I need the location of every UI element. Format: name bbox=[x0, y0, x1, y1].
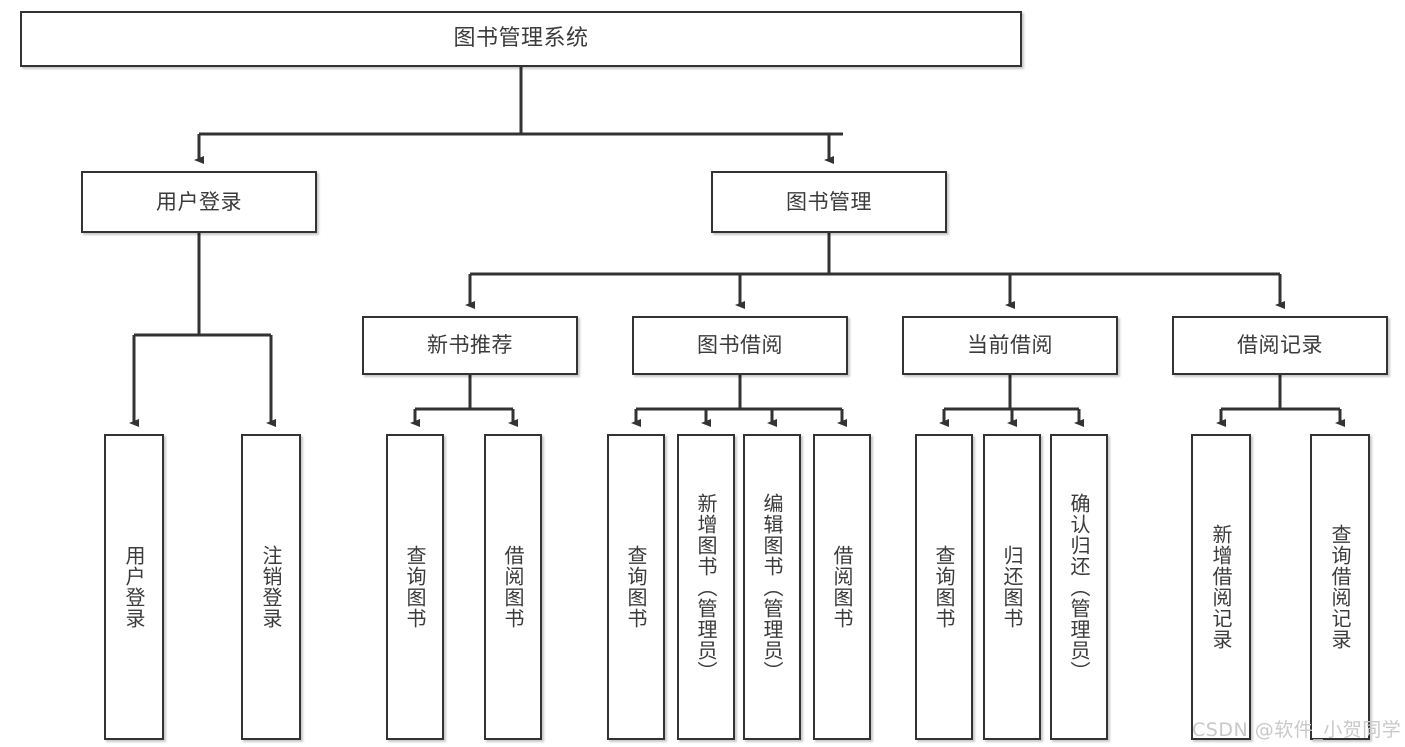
leaf-user-login-label: 用户登录 bbox=[122, 545, 146, 629]
leaf-user-login[interactable]: 用户登录 bbox=[104, 434, 164, 740]
leaf-add-book-admin[interactable]: 新增图书（管理员） bbox=[677, 434, 735, 740]
leaf-query-borrow-record[interactable]: 查询借阅记录 bbox=[1310, 434, 1370, 740]
leaf-confirm-return-admin[interactable]: 确认归还（管理员） bbox=[1050, 434, 1108, 740]
leaf-borrow-book-recommend[interactable]: 借阅图书 bbox=[484, 434, 542, 740]
leaf-borrow-book-label: 借阅图书 bbox=[830, 545, 854, 629]
node-current-borrow-label: 当前借阅 bbox=[967, 333, 1053, 358]
leaf-query-borrow-record-label: 查询借阅记录 bbox=[1328, 524, 1352, 650]
node-new-book-recommend-label: 新书推荐 bbox=[427, 333, 513, 358]
leaf-return-book[interactable]: 归还图书 bbox=[983, 434, 1041, 740]
leaf-add-borrow-record-label: 新增借阅记录 bbox=[1209, 524, 1233, 650]
leaf-query-book-current[interactable]: 查询图书 bbox=[915, 434, 973, 740]
leaf-add-borrow-record[interactable]: 新增借阅记录 bbox=[1191, 434, 1251, 740]
leaf-confirm-return-admin-label: 确认归还（管理员） bbox=[1067, 492, 1091, 682]
leaf-query-book-recommend[interactable]: 查询图书 bbox=[386, 434, 444, 740]
node-borrow-records-label: 借阅记录 bbox=[1237, 333, 1323, 358]
node-user-login[interactable]: 用户登录 bbox=[81, 171, 317, 233]
leaf-query-book-borrow[interactable]: 查询图书 bbox=[607, 434, 665, 740]
leaf-add-book-admin-label: 新增图书（管理员） bbox=[694, 492, 718, 682]
leaf-logout-label: 注销登录 bbox=[259, 545, 283, 629]
node-book-management[interactable]: 图书管理 bbox=[711, 171, 947, 233]
leaf-edit-book-admin-label: 编辑图书（管理员） bbox=[760, 492, 784, 682]
csdn-watermark: CSDN @软件_小贺同学 bbox=[1192, 719, 1402, 741]
node-book-management-label: 图书管理 bbox=[786, 189, 872, 214]
node-book-borrow[interactable]: 图书借阅 bbox=[632, 316, 848, 375]
node-root[interactable]: 图书管理系统 bbox=[20, 11, 1022, 67]
leaf-query-book-current-label: 查询图书 bbox=[932, 545, 956, 629]
node-new-book-recommend[interactable]: 新书推荐 bbox=[362, 316, 578, 375]
node-root-label: 图书管理系统 bbox=[453, 26, 589, 52]
leaf-borrow-book-recommend-label: 借阅图书 bbox=[501, 545, 525, 629]
node-current-borrow[interactable]: 当前借阅 bbox=[902, 316, 1118, 375]
leaf-borrow-book[interactable]: 借阅图书 bbox=[813, 434, 871, 740]
leaf-query-book-borrow-label: 查询图书 bbox=[624, 545, 648, 629]
node-user-login-label: 用户登录 bbox=[156, 189, 242, 214]
leaf-query-book-recommend-label: 查询图书 bbox=[403, 545, 427, 629]
node-borrow-records[interactable]: 借阅记录 bbox=[1172, 316, 1388, 375]
leaf-logout[interactable]: 注销登录 bbox=[241, 434, 301, 740]
leaf-return-book-label: 归还图书 bbox=[1000, 545, 1024, 629]
node-book-borrow-label: 图书借阅 bbox=[697, 333, 783, 358]
leaf-edit-book-admin[interactable]: 编辑图书（管理员） bbox=[743, 434, 801, 740]
